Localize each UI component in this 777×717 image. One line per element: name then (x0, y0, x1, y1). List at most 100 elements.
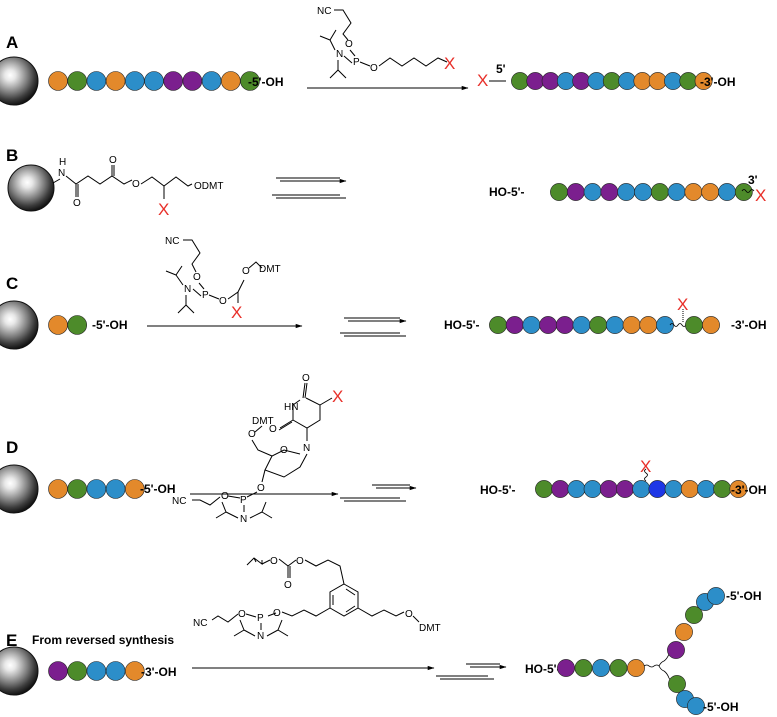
teal-nucleotide-bead (572, 316, 591, 334)
purple-nucleotide-bead (539, 316, 558, 334)
green-nucleotide-bead (668, 675, 686, 693)
panel-b-product-chain (550, 183, 753, 201)
x-group: X (332, 387, 343, 406)
panel-c: C -5'-OH NC O P O O DMT X N (0, 236, 767, 350)
teal-nucleotide-bead (86, 661, 107, 681)
multi-step-arrows (436, 663, 507, 680)
branching-phosphoramidite-reagent: O O O O DMT O P O NC N (193, 556, 441, 642)
svg-text:O: O (242, 266, 250, 277)
panel-e-start-chain (0, 646, 145, 696)
svg-text:O: O (193, 272, 201, 283)
five-prime-oh-label: -5'-OH (248, 75, 284, 89)
svg-text:O: O (296, 556, 304, 567)
three-prime-oh-label: -3'-OH (731, 483, 767, 497)
panel-letter-c: C (6, 274, 18, 293)
panel-letter-b: B (6, 146, 18, 165)
panel-e-upper-branch (667, 587, 725, 659)
teal-nucleotide-bead (718, 183, 736, 201)
svg-text:O: O (273, 608, 281, 619)
green-nucleotide-bead (67, 71, 87, 91)
teal-nucleotide-bead (86, 479, 107, 499)
panel-e-product-chain (557, 659, 645, 677)
panel-letter-e: E (6, 631, 17, 650)
three-prime-oh-label: -3'-OH (141, 665, 177, 679)
ho-five-prime-label: HO-5'- (444, 318, 480, 332)
teal-nucleotide-bead (105, 479, 126, 499)
green-nucleotide-bead (511, 72, 529, 90)
svg-text:O: O (73, 198, 81, 209)
orange-nucleotide-bead (221, 71, 241, 91)
teal-nucleotide-bead (567, 480, 586, 498)
multi-step-arrows (340, 317, 407, 337)
svg-text:NC: NC (317, 6, 331, 17)
teal-nucleotide-bead (656, 316, 674, 334)
teal-nucleotide-bead (667, 183, 686, 201)
three-prime-oh-label: -3'-OH (700, 75, 736, 89)
green-nucleotide-bead (685, 316, 703, 334)
phosphoramidite-linker-reagent: NC O P O X N (317, 6, 455, 79)
teal-nucleotide-bead (583, 480, 602, 498)
reversed-synthesis-caption: From reversed synthesis (32, 633, 174, 647)
modified-nucleoside-phosphoramidite-reagent: O HN O X N O O DMT O P O NC N (172, 373, 343, 525)
panel-e-lower-branch (668, 675, 705, 715)
multi-step-arrows (272, 177, 347, 199)
green-nucleotide-bead (240, 71, 260, 91)
green-nucleotide-bead (650, 183, 669, 201)
ho-five-prime-label: HO-5'- (525, 662, 561, 676)
orange-nucleotide-bead (125, 661, 145, 681)
panel-c-product-chain-tail (685, 316, 720, 334)
teal-nucleotide-bead (105, 661, 126, 681)
x-group: X (158, 200, 169, 219)
orange-nucleotide-bead (639, 316, 658, 334)
panel-b: B N H O O O X ODMT HO-5'- 3' X (6, 146, 766, 219)
purple-nucleotide-bead (526, 72, 545, 90)
green-nucleotide-bead (589, 316, 608, 334)
svg-text:NC: NC (193, 618, 207, 629)
purple-nucleotide-bead (557, 659, 575, 677)
solid-support-bead-icon (7, 164, 55, 212)
panel-d-product-chain (535, 480, 748, 498)
teal-nucleotide-bead (583, 183, 602, 201)
green-nucleotide-bead (550, 183, 568, 201)
orange-nucleotide-bead (675, 623, 693, 641)
svg-text:O: O (302, 373, 310, 384)
svg-text:O: O (219, 296, 227, 307)
five-prime-label: 5' (496, 62, 506, 76)
panel-letter-d: D (6, 438, 18, 457)
orange-nucleotide-bead (105, 71, 126, 91)
orange-nucleotide-bead (48, 315, 68, 335)
teal-nucleotide-bead (592, 659, 610, 677)
svg-text:O: O (405, 609, 413, 620)
svg-text:N: N (184, 284, 191, 295)
green-nucleotide-bead (602, 72, 621, 90)
five-prime-oh-label: -5'-OH (92, 318, 128, 332)
purple-nucleotide-bead (667, 641, 685, 659)
purple-nucleotide-bead (572, 72, 591, 90)
orange-nucleotide-bead (729, 480, 748, 498)
orange-nucleotide-bead (701, 183, 720, 201)
teal-nucleotide-bead (587, 72, 606, 90)
teal-nucleotide-bead (86, 71, 107, 91)
solid-support-bead-icon (0, 464, 39, 514)
green-nucleotide-bead (679, 72, 698, 90)
svg-text:O: O (132, 179, 140, 190)
panel-d: D -5'-OH O HN O X N O O DMT O P (0, 373, 767, 525)
svg-text:DMT: DMT (259, 264, 281, 275)
svg-text:O: O (238, 609, 246, 620)
svg-text:O: O (345, 39, 353, 50)
teal-nucleotide-bead (606, 316, 624, 334)
svg-text:N: N (257, 631, 264, 642)
teal-nucleotide-bead (522, 316, 541, 334)
succinyl-linker-structure: N H O O O X ODMT (52, 155, 223, 219)
x-group: X (231, 303, 242, 322)
panel-a-product-chain (511, 72, 713, 90)
three-prime-label: 3' (748, 173, 758, 187)
solid-support-bead-icon (0, 56, 39, 106)
panel-letter-a: A (6, 33, 18, 52)
purple-nucleotide-bead (182, 71, 203, 91)
svg-text:N: N (303, 443, 310, 454)
x-group: X (755, 186, 766, 205)
orange-nucleotide-bead (622, 316, 641, 334)
svg-text:P: P (257, 613, 264, 624)
